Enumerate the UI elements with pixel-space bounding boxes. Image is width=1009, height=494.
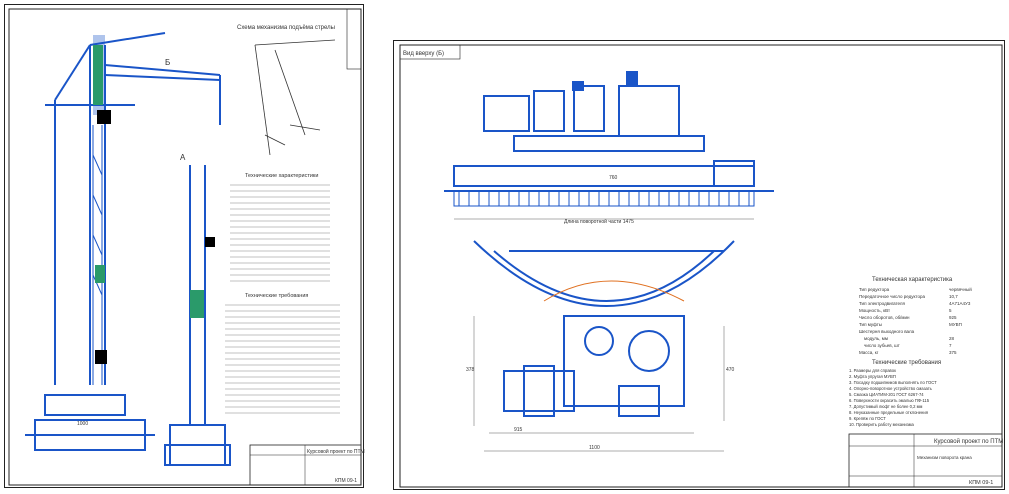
char-row-label: число зубьев, шт bbox=[864, 343, 900, 348]
right-title-block bbox=[848, 433, 1003, 488]
req-line: 9. Крепёж по ГОСТ bbox=[849, 416, 886, 421]
tech-characteristics-lines bbox=[230, 184, 330, 282]
top-dimension-label: Длина поворотной части 1475 bbox=[564, 218, 634, 225]
left-stamp-code: КПМ 09-1 bbox=[335, 478, 357, 484]
char-row-value: 375 bbox=[949, 350, 957, 355]
char-row-label: Передаточное число редуктора bbox=[859, 294, 926, 299]
dim-d7: 378 bbox=[466, 367, 475, 373]
char-row-value: 10,7 bbox=[949, 294, 958, 299]
char-row-label: Мощность, кВт bbox=[859, 308, 890, 313]
char-row-value: 925 bbox=[949, 315, 957, 320]
char-row-label: Число оборотов, об/мин bbox=[859, 315, 910, 320]
req-line: 5. Смазка ЦИАТИМ-201 ГОСТ 6267-74 bbox=[849, 392, 924, 397]
crane-base-side bbox=[25, 394, 155, 451]
plan-dimension-lines bbox=[473, 316, 725, 452]
dim-d2: 760 bbox=[609, 175, 618, 181]
req-list: 1. Размеры для справок 2. Муфта упругая … bbox=[849, 368, 937, 427]
scheme-caption: Схема механизма подъёма стрелы bbox=[237, 25, 335, 31]
req-line: 3. Посадку подшипников выполнять по ГОСТ bbox=[849, 380, 937, 385]
tech-characteristics-title: Технические характеристики bbox=[245, 173, 318, 179]
left-sheet-graphics: Схема механизма подъёма стрелы Б А Техни… bbox=[8, 8, 365, 486]
char-row-value: червячный bbox=[949, 286, 972, 292]
cabin-block bbox=[97, 110, 111, 124]
tech-requirements-lines bbox=[225, 304, 340, 414]
req-line: 4. Опорно-поворотное устройство смазать bbox=[849, 386, 933, 391]
char-row-label: Масса, кг bbox=[859, 350, 879, 355]
slewing-drive-block bbox=[95, 350, 107, 364]
req-line: 8. Неуказанные предельные отклонения bbox=[849, 410, 928, 415]
char-row-label: Тип муфты bbox=[859, 322, 882, 327]
right-drawing-sheet: Вид вверху (Б) bbox=[393, 40, 1005, 490]
dim-d6: 470 bbox=[726, 367, 735, 373]
left-stamp-title: Курсовой проект по ПТМ bbox=[307, 448, 365, 455]
gear-rack-teeth bbox=[453, 190, 755, 207]
right-sheet-graphics: Вид вверху (Б) bbox=[399, 44, 1003, 488]
left-title-block bbox=[249, 444, 362, 486]
char-row-value: 4А71А4У3 bbox=[949, 301, 971, 306]
req-title: Технические требования bbox=[872, 360, 941, 366]
motor-top-cap bbox=[626, 71, 638, 86]
section-label-a: А bbox=[180, 153, 186, 162]
dim-d5: 915 bbox=[514, 427, 523, 433]
brake-cap bbox=[572, 81, 584, 91]
req-line: 7. Допустимый люфт не более 0,2 мм bbox=[849, 404, 923, 409]
slewing-mechanism-plan bbox=[473, 240, 735, 417]
char-row-label: модуль, мм bbox=[864, 336, 888, 341]
left-dim-label: 1000 bbox=[77, 421, 88, 427]
tech-requirements-title: Технические требования bbox=[245, 293, 308, 299]
crane-mast-side-view bbox=[45, 32, 221, 385]
orange-arc-trace bbox=[543, 280, 685, 302]
req-line: 2. Муфта упругая МУВП bbox=[849, 374, 896, 379]
mast-lattice bbox=[92, 125, 103, 385]
left-drawing-sheet: Схема механизма подъёма стрелы Б А Техни… bbox=[4, 4, 365, 488]
char-row-value: МУВП bbox=[949, 322, 962, 327]
right-stamp-code: КПМ 09-1 bbox=[969, 480, 993, 486]
req-line: 10. Проверить работу механизма bbox=[849, 422, 915, 427]
dim-d8: 1100 bbox=[589, 445, 600, 451]
jib-kinematic-scheme bbox=[254, 39, 336, 156]
right-stamp-sub: Механизм поворота крана bbox=[917, 455, 972, 460]
right-stamp-title: Курсовой проект по ПТМ bbox=[934, 438, 1003, 445]
char-row-label: Тип редуктора bbox=[859, 287, 890, 292]
char-table-title: Техническая характеристика bbox=[872, 277, 953, 283]
req-line: 6. Поверхности окрасить эмалью ПФ-115 bbox=[849, 398, 930, 403]
char-table: Тип редуктора червячный Передаточное чис… bbox=[859, 286, 972, 355]
char-row-value: 28 bbox=[949, 336, 955, 341]
view-label-b: Б bbox=[165, 58, 170, 67]
char-row-value: 5 bbox=[949, 308, 952, 313]
counterweight-block bbox=[93, 45, 103, 105]
front-green-block bbox=[190, 290, 204, 318]
char-row-label: Шестерня выходного вала bbox=[859, 329, 915, 334]
mast-green-insert bbox=[95, 265, 105, 283]
char-row-value: 7 bbox=[949, 343, 952, 348]
front-cabin-block bbox=[205, 237, 215, 247]
char-row-label: Тип электродвигателя bbox=[859, 301, 906, 306]
req-line: 1. Размеры для справок bbox=[849, 368, 896, 373]
right-corner-label: Вид вверху (Б) bbox=[403, 51, 444, 57]
